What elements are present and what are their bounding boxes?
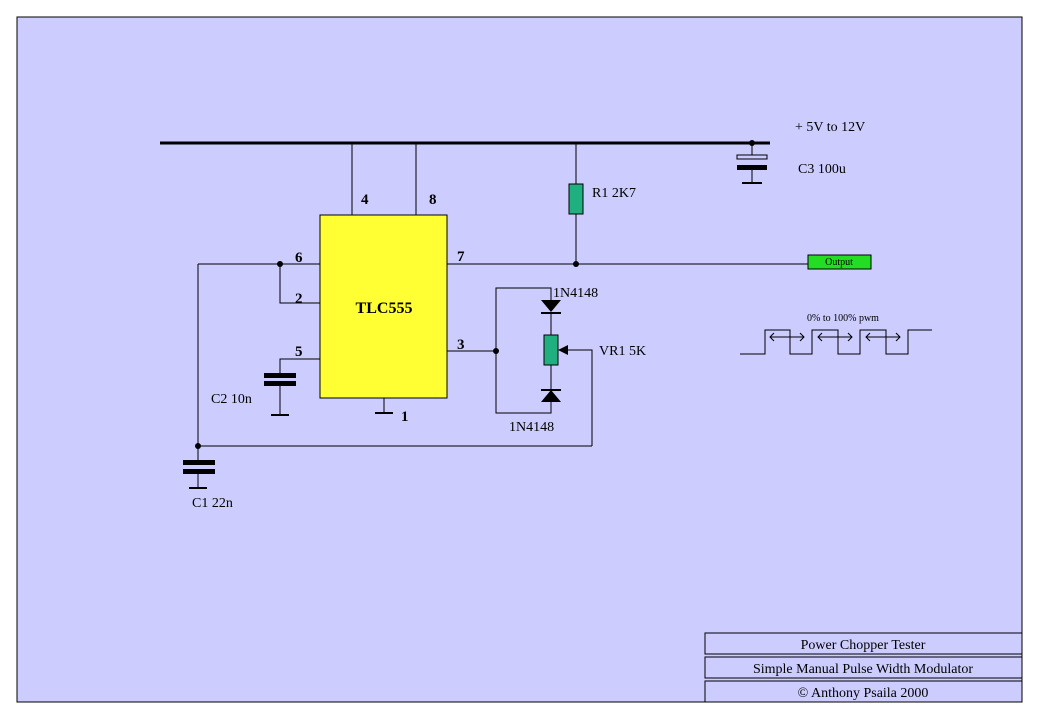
c2-label: C2 10n [211,392,252,407]
capacitor-c2 [264,373,296,416]
pin-4-label: 4 [361,192,369,208]
pin-2-label: 2 [295,291,303,307]
pin-1-label: 1 [401,409,409,425]
capacitor-c1 [183,446,215,489]
title-line-2: Simple Manual Pulse Width Modulator [753,662,973,677]
wire-diode-top [495,287,552,351]
pin-8-label: 8 [429,192,437,208]
wire-pin5 [279,358,320,373]
pin-5-label: 5 [295,344,303,360]
capacitor-c3 [736,140,768,184]
title-line-1: Power Chopper Tester [801,638,926,653]
wire-pin2 [279,264,320,304]
ic-name: TLC555 [356,300,413,317]
pwm-waveform [740,329,932,355]
title-line-3: © Anthony Psaila 2000 [798,686,929,701]
wire-wiper [568,349,593,446]
diode-top [541,300,561,335]
title-block [704,632,1023,703]
output-terminal [807,254,872,270]
potentiometer-vr1 [543,334,559,366]
diode-bottom [541,389,561,402]
c1-label: C1 22n [192,496,233,511]
pwm-caption: 0% to 100% pwm [807,313,879,324]
pin-6-label: 6 [295,250,303,266]
wiper-arrow [558,345,568,355]
r1-label: R1 2K7 [592,186,636,201]
pin-7-label: 7 [457,249,465,265]
c3-label: C3 100u [798,162,846,177]
diode-bottom-label: 1N4148 [509,420,554,435]
resistor-r1 [568,183,584,215]
pin-3-label: 3 [457,337,465,353]
drawing-frame [16,16,1023,703]
supply-label: + 5V to 12V [795,120,865,135]
output-label: Output [825,257,853,268]
diode-top-label: 1N4148 [553,286,598,301]
wire-diode-bottom [495,351,552,414]
ic-tlc555 [319,214,448,399]
vr1-label: VR1 5K [599,344,646,359]
